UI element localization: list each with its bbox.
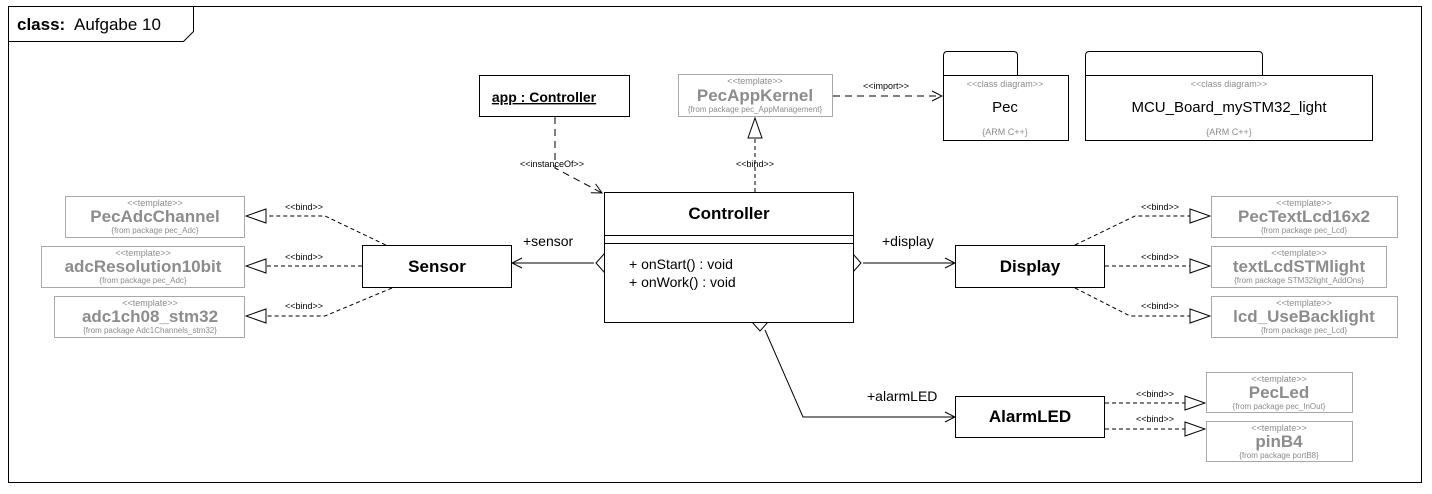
template-origin: {from package portB8} [1239,451,1319,460]
controller-op-onwork: + onWork() : void [629,274,736,290]
template-stereotype: <<template>> [115,248,171,258]
association-alarm [764,329,955,417]
template-origin: {from package STM32light_AddOns} [1234,276,1364,285]
template-stereotype: <<template>> [122,298,178,308]
template-stereotype: <<template>> [1276,198,1332,208]
bind-edge-pecadcchannel [246,216,393,249]
template-origin: {from package pec_Adc} [99,276,186,285]
label-bind-pectextlcd: <<bind>> [1141,202,1179,212]
package-mcu-note: {ARM C++} [1206,127,1252,137]
label-bind-textlcdstm: <<bind>> [1141,252,1179,262]
template-adc1ch08-stm32[interactable]: <<template>> adc1ch08_stm32 {from packag… [54,296,245,338]
template-name: pinB4 [1255,432,1303,451]
sensor-name: Sensor [408,257,466,276]
template-pectextlcd16x2[interactable]: <<template>> PecTextLcd16x2 {from packag… [1211,196,1398,238]
label-import: <<import>> [863,81,909,91]
template-pinb4[interactable]: <<template>> pinB4 {from package portB8} [1206,421,1353,462]
frame-title: class: Aufgabe 10 [17,15,161,34]
edges [246,96,1210,429]
class-display[interactable]: Display [955,245,1105,288]
role-display: +display [882,233,934,249]
kernel-origin: {from package pec_AppManagement} [688,105,823,114]
template-name: lcd_UseBacklight [1233,307,1375,326]
template-stereotype: <<template>> [1251,423,1307,433]
package-mcu-stereotype: <<class diagram>> [1191,79,1268,89]
controller-name: Controller [688,204,770,223]
template-pecappkernel[interactable]: <<template>> PecAppKernel {from package … [678,74,833,117]
class-sensor[interactable]: Sensor [362,245,512,288]
template-name: adc1ch08_stm32 [82,307,218,326]
label-bind-pecadcchannel: <<bind>> [285,202,323,212]
label-bind-lcdbacklight: <<bind>> [1141,301,1179,311]
instanceof-edge [554,117,602,193]
template-stereotype: <<template>> [1271,248,1327,258]
template-name: textLcdSTMlight [1233,257,1366,276]
package-pec-note: {ARM C++} [982,127,1028,137]
template-stereotype: <<template>> [1251,374,1307,384]
label-bind-adcresolution: <<bind>> [285,252,323,262]
label-bind-adc1ch08: <<bind>> [285,301,323,311]
template-origin: {from package pec_Lcd} [1261,326,1348,335]
template-name: PecTextLcd16x2 [1238,207,1370,226]
package-pec[interactable]: <<class diagram>> Pec {ARM C++} [943,51,1069,141]
template-stereotype: <<template>> [127,198,183,208]
label-bind-kernel: <<bind>> [736,159,774,169]
controller-op-onstart: + onStart() : void [629,256,733,272]
display-name: Display [1000,257,1061,276]
template-adcresolution10bit[interactable]: <<template>> adcResolution10bit {from pa… [41,246,245,288]
label-bind-pecled: <<bind>> [1136,389,1174,399]
template-lcd-usebacklight[interactable]: <<template>> lcd_UseBacklight {from pack… [1211,296,1398,338]
object-app-controller[interactable]: app : Controller [479,75,630,117]
bind-edge-adc1ch08 [246,287,393,316]
frame-name: Aufgabe 10 [74,15,161,34]
template-name: adcResolution10bit [65,257,222,276]
package-mcu-board[interactable]: <<class diagram>> MCU_Board_mySTM32_ligh… [1085,51,1373,141]
kernel-name: PecAppKernel [697,86,813,105]
label-bind-pinb4: <<bind>> [1136,414,1174,424]
template-origin: {from package Adc1Channels_stm32} [83,326,217,335]
template-name: PecAdcChannel [90,207,219,226]
object-label: app : Controller [492,89,597,105]
role-sensor: +sensor [523,233,574,249]
bind-edge-lcdbacklight [1074,287,1210,316]
template-origin: {from package pec_InOut} [1233,402,1326,411]
template-origin: {from package pec_Lcd} [1261,226,1348,235]
bind-edge-pectextlcd [1074,216,1210,246]
package-pec-name: Pec [992,99,1018,116]
template-origin: {from package pec_Adc} [111,226,198,235]
frame-title-tab [8,6,194,42]
template-stereotype: <<template>> [1276,298,1332,308]
template-textlcdstmlight[interactable]: <<template>> textLcdSTMlight {from packa… [1211,246,1387,288]
class-alarmled[interactable]: AlarmLED [955,396,1105,438]
role-alarmled: +alarmLED [867,388,937,404]
kernel-stereotype: <<template>> [727,76,783,86]
alarmled-name: AlarmLED [989,407,1071,426]
template-pecadcchannel[interactable]: <<template>> PecAdcChannel {from package… [65,196,245,238]
package-mcu-name: MCU_Board_mySTM32_light [1131,99,1327,116]
template-name: PecLed [1249,383,1309,402]
package-pec-stereotype: <<class diagram>> [967,79,1044,89]
frame-keyword: class: [17,15,65,34]
class-controller[interactable]: Controller + onStart() : void + onWork()… [604,192,854,323]
template-pecled[interactable]: <<template>> PecLed {from package pec_In… [1206,372,1353,413]
label-instanceof: <<instanceOf>> [520,159,584,169]
edge-labels: <<import>> <<instanceOf>> <<bind>> <<bin… [285,81,1179,424]
